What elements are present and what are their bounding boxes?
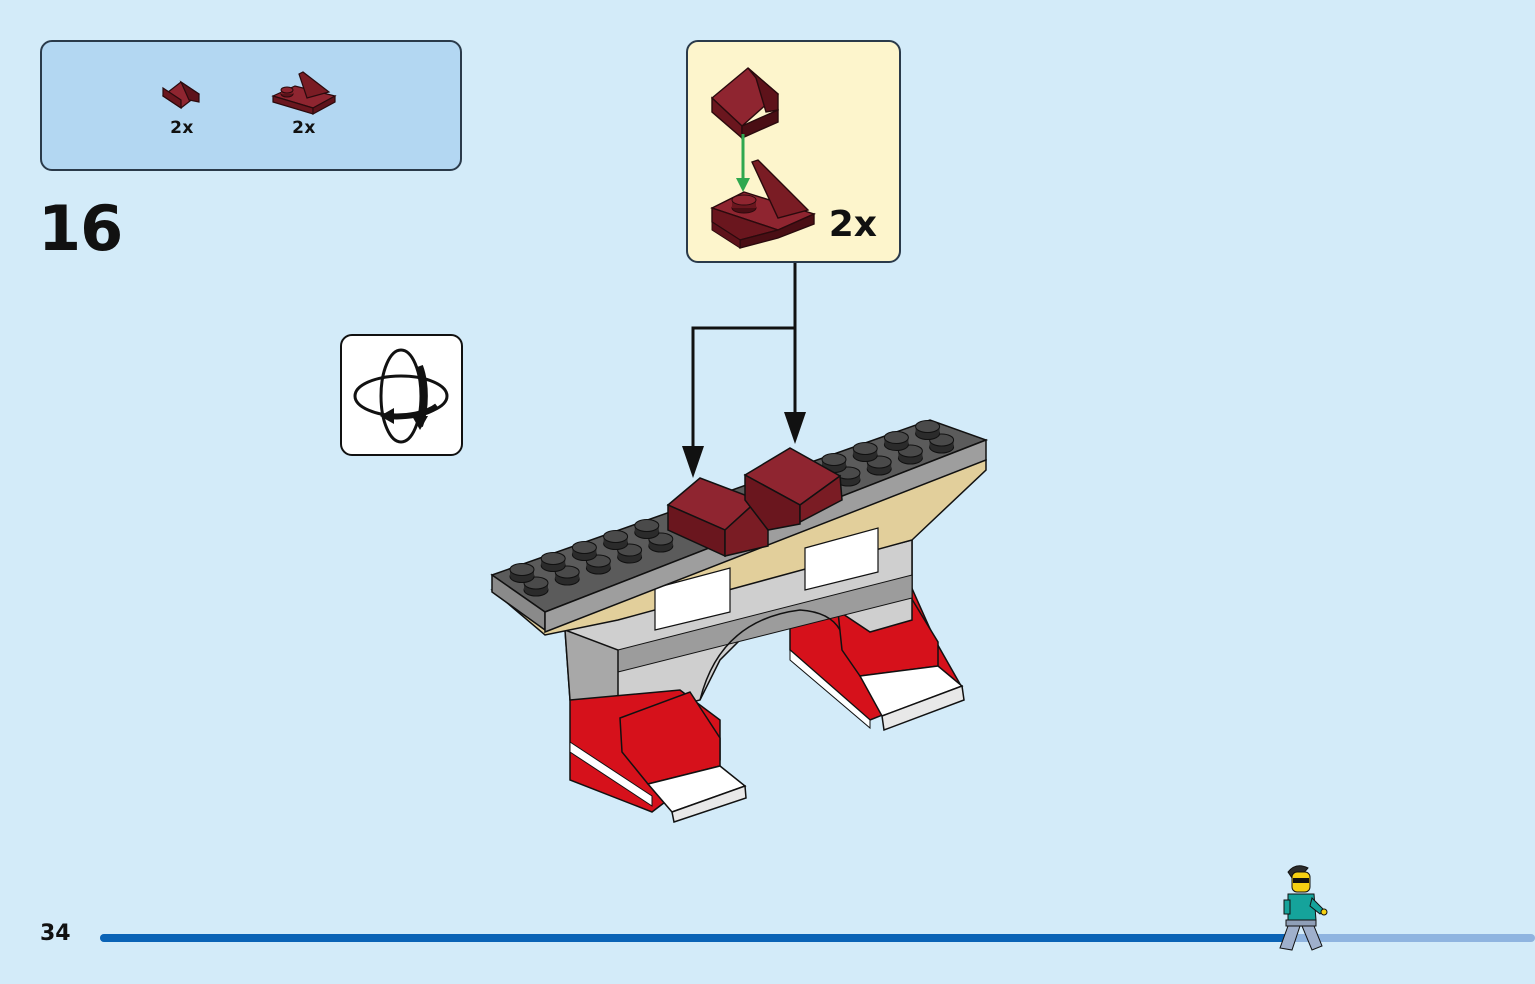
stud-top <box>915 420 941 433</box>
slope-brick-icon <box>161 80 201 110</box>
stud-top <box>821 453 847 466</box>
subassembly-quantity: 2x <box>828 204 877 245</box>
step-number: 16 <box>38 192 123 265</box>
part-quantity: 2x <box>292 118 316 138</box>
left-leg <box>569 689 747 823</box>
stud-top <box>540 552 566 565</box>
stud-top <box>883 431 909 444</box>
subassembly-callout: 2x <box>686 40 901 263</box>
stud-top <box>852 442 878 455</box>
part-quantity: 2x <box>170 118 194 138</box>
studs <box>509 420 955 597</box>
slope-plate-icon <box>271 71 337 116</box>
stud-top <box>634 519 660 532</box>
stud-top <box>603 530 629 543</box>
progress-fill <box>100 934 1292 942</box>
rotate-model-icon <box>353 348 449 444</box>
rotate-hint-box <box>340 334 463 456</box>
placed-slope-pieces <box>666 447 843 558</box>
stud-top <box>571 541 597 554</box>
stud-top <box>509 563 535 576</box>
parts-list-box: 2x 2x <box>40 40 462 171</box>
parts-list-item: 2x <box>142 70 222 138</box>
placement-arrows <box>682 263 806 478</box>
parts-list-item: 2x <box>264 70 344 138</box>
page-number: 34 <box>40 921 71 946</box>
subassembly-illustration <box>710 67 816 249</box>
progress-bar <box>100 934 1535 942</box>
walking-minifigure-icon <box>1279 865 1328 951</box>
